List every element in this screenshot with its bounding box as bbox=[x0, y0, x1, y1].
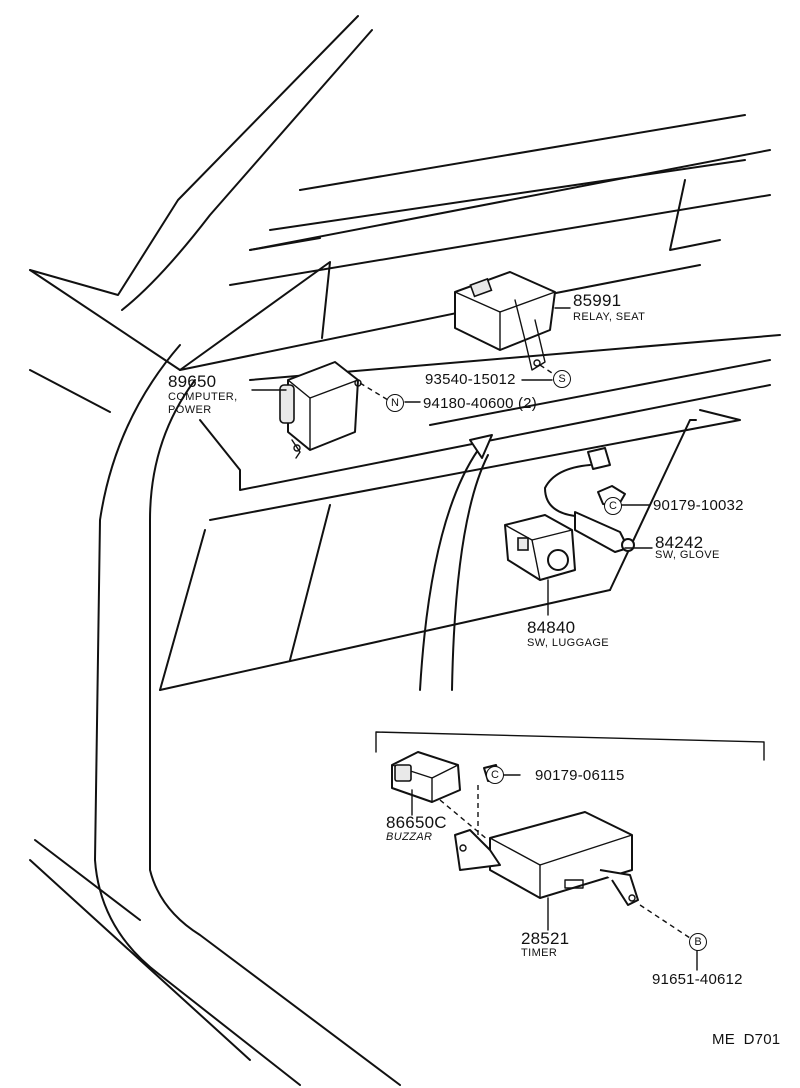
part-name-relay-seat: RELAY, SEAT bbox=[573, 311, 646, 323]
part-name-sw-luggage: SW, LUGGAGE bbox=[527, 637, 610, 649]
part-name-sw-glove: SW, GLOVE bbox=[655, 549, 720, 561]
part-name-computer: COMPUTER, bbox=[168, 391, 238, 403]
part-number-89650: 89650 bbox=[168, 372, 217, 391]
part-name-buzzar: BUZZAR bbox=[386, 831, 433, 843]
timer-drawing bbox=[454, 811, 698, 971]
part-number-85991: 85991 bbox=[573, 291, 622, 310]
fastener-number-91651-40612: 91651-40612 bbox=[652, 971, 743, 988]
part-number-86650c: 86650C bbox=[386, 813, 447, 832]
fastener-symbol-c-lower: C bbox=[486, 766, 504, 784]
buzzar-drawing bbox=[391, 751, 489, 841]
part-name-timer: TIMER bbox=[521, 947, 558, 959]
fastener-number-90179-06115: 90179-06115 bbox=[535, 767, 625, 784]
part-number-84242: 84242 bbox=[655, 533, 704, 552]
lower-group-bracket bbox=[375, 731, 765, 761]
fastener-number-94180-40600: 94180-40600 (2) bbox=[423, 395, 537, 412]
dash-panel bbox=[159, 334, 781, 691]
part-name-power: POWER bbox=[168, 404, 212, 416]
pointer-arrow bbox=[419, 434, 493, 691]
fastener-number-90179-10032: 90179-10032 bbox=[653, 497, 744, 514]
computer-power-drawing bbox=[279, 361, 362, 459]
fastener-number-93540-15012: 93540-15012 bbox=[425, 371, 516, 388]
fastener-symbol-s: S bbox=[553, 370, 571, 388]
luggage-switch-drawing bbox=[504, 514, 576, 581]
part-number-28521: 28521 bbox=[521, 929, 570, 948]
upper-leader-lines bbox=[251, 307, 653, 616]
diagram-code: ME D701 bbox=[712, 1031, 781, 1048]
body-frame-outline bbox=[29, 15, 401, 1086]
fastener-symbol-c-upper: C bbox=[604, 497, 622, 515]
part-number-84840: 84840 bbox=[527, 618, 576, 637]
relay-seat-drawing bbox=[454, 271, 556, 371]
fastener-symbol-n: N bbox=[386, 394, 404, 412]
fastener-symbol-b: B bbox=[689, 933, 707, 951]
